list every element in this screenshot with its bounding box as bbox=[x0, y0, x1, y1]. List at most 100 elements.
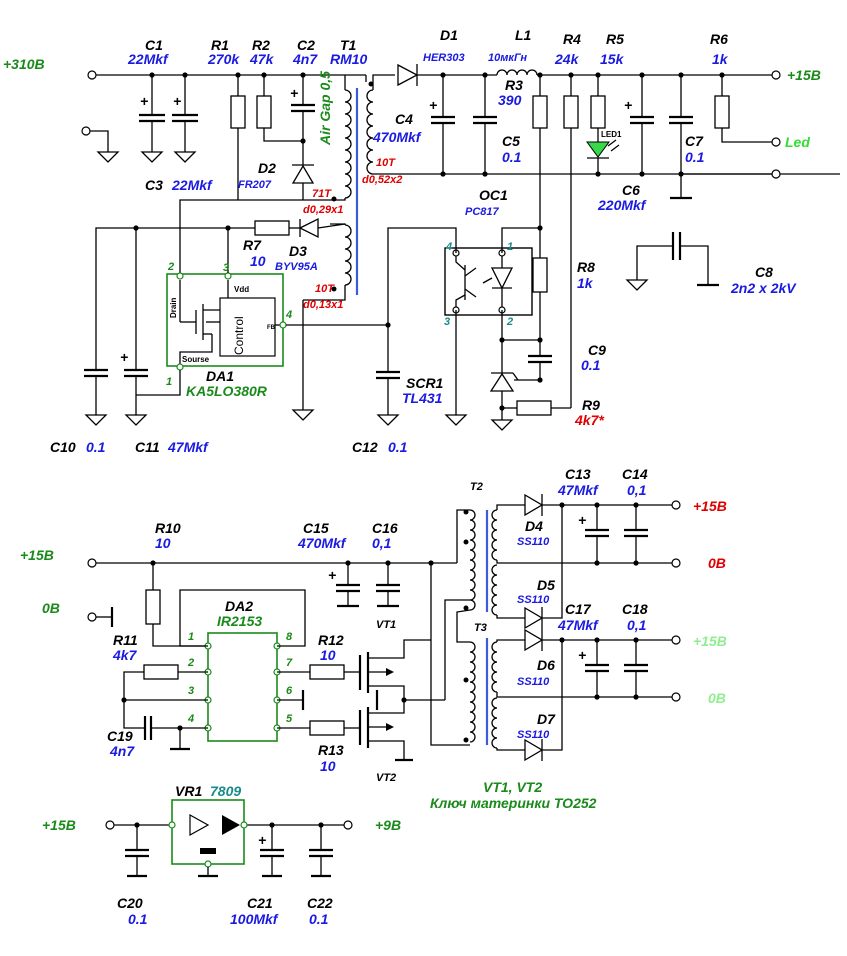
inductor-l1 bbox=[496, 69, 538, 76]
resistor-r7 bbox=[254, 220, 290, 236]
capacitor-c20 bbox=[125, 825, 149, 878]
ref-c6: C6 bbox=[622, 182, 640, 198]
label-t3: T3 bbox=[474, 622, 487, 634]
val-c14: 0,1 bbox=[627, 482, 647, 498]
val-r1: 270k bbox=[207, 51, 240, 67]
val-d6: SS110 bbox=[517, 676, 550, 688]
capacitor-c12 bbox=[376, 370, 400, 426]
val-r3: 390 bbox=[498, 92, 522, 108]
ref-c2: C2 bbox=[297, 37, 315, 53]
ref-d4: D4 bbox=[525, 518, 543, 534]
ref-c13: C13 bbox=[565, 466, 591, 482]
val-vr1: 7809 bbox=[210, 783, 241, 799]
ref-da2: DA2 bbox=[225, 598, 253, 614]
label-gnd-0v: 0В bbox=[42, 600, 60, 616]
ref-da1: DA1 bbox=[206, 368, 234, 384]
terminal-out1-plus15[interactable] bbox=[671, 500, 681, 510]
val-r11: 4k7 bbox=[112, 647, 138, 663]
annotation-labels: Air Gap 0,5 71T d0,29x1 10T d0,52x2 10T … bbox=[169, 71, 622, 811]
capacitor-c6: + bbox=[624, 75, 654, 174]
ref-r9: R9 bbox=[582, 397, 600, 413]
regulator-section: + bbox=[105, 799, 353, 878]
ref-r5: R5 bbox=[606, 31, 624, 47]
label-t1-w3-turns: 10T bbox=[315, 283, 335, 295]
regulator-vr1 bbox=[171, 799, 245, 865]
terminal-gnd-primary[interactable] bbox=[81, 126, 91, 136]
svg-text:+: + bbox=[258, 832, 266, 848]
val-c21: 100Mkf bbox=[230, 911, 279, 927]
capacitor-c17: + bbox=[578, 640, 609, 697]
val-c7: 0.1 bbox=[685, 149, 705, 165]
terminal-310v[interactable] bbox=[87, 70, 97, 80]
terminal-out2-0v[interactable] bbox=[671, 692, 681, 702]
diode-d3 bbox=[298, 217, 346, 239]
capacitor-c5 bbox=[473, 75, 497, 174]
capacitor-c14 bbox=[624, 505, 648, 563]
val-r4: 24k bbox=[554, 51, 580, 67]
label-t2: T2 bbox=[470, 481, 483, 493]
val-c1: 22Mkf bbox=[127, 51, 169, 67]
ref-r11: R11 bbox=[113, 632, 138, 648]
terminal-plus15-bottom[interactable] bbox=[105, 820, 115, 830]
resistor-r2 bbox=[256, 75, 303, 142]
resistor-r4 bbox=[563, 75, 579, 408]
label-out2-0v: 0В bbox=[708, 690, 726, 706]
ref-vr1: VR1 bbox=[175, 783, 202, 799]
pin-da2-4: 4 bbox=[187, 713, 194, 725]
transformer-t3-secondary-a bbox=[491, 641, 498, 693]
capacitor-c9 bbox=[514, 340, 552, 381]
capacitor-c4: + bbox=[429, 75, 455, 174]
label-vt2: VT2 bbox=[376, 772, 396, 784]
label-out1-0v: 0В bbox=[708, 555, 726, 571]
label-t1-w1-turns: 71T bbox=[312, 188, 332, 200]
val-da1: KA5LO380R bbox=[186, 383, 268, 399]
capacitor-c3: + bbox=[172, 75, 198, 163]
capacitor-c21: + bbox=[258, 825, 284, 878]
ref-t1: T1 bbox=[340, 37, 357, 53]
capacitor-c7 bbox=[669, 75, 693, 200]
val-d4: SS110 bbox=[517, 536, 550, 548]
ref-r3: R3 bbox=[505, 77, 523, 93]
terminal-out1-0v[interactable] bbox=[671, 558, 681, 568]
resistor-r5 bbox=[590, 75, 606, 142]
terminal-0v-top[interactable] bbox=[771, 169, 781, 179]
ref-c9: C9 bbox=[588, 342, 606, 358]
val-l1: 10мкГн bbox=[488, 52, 527, 64]
optocoupler-oc1 bbox=[444, 247, 533, 316]
terminal-out2-plus15[interactable] bbox=[671, 635, 681, 645]
ref-r4: R4 bbox=[563, 31, 581, 47]
ref-r1: R1 bbox=[211, 37, 229, 53]
capacitor-c1: + bbox=[139, 75, 165, 163]
ref-c21: C21 bbox=[247, 895, 273, 911]
label-out1-plus15: +15В bbox=[693, 498, 727, 514]
transformer-t3-primary bbox=[469, 641, 476, 743]
terminal-plus9[interactable] bbox=[343, 820, 353, 830]
pin-oc1-4: 4 bbox=[445, 241, 452, 253]
label-t1-w3-wire: d0,13x1 bbox=[303, 299, 343, 311]
label-air-gap: Air Gap 0,5 bbox=[317, 71, 333, 146]
ref-c4: C4 bbox=[395, 111, 413, 127]
val-r8: 1k bbox=[577, 275, 594, 291]
terminal-0v-middle[interactable] bbox=[87, 612, 97, 622]
ref-d1: D1 bbox=[440, 27, 458, 43]
label-t1-w1-wire: d0,29x1 bbox=[303, 204, 343, 216]
terminal-plus15-top[interactable] bbox=[771, 70, 781, 80]
val-c15: 470Mkf bbox=[297, 535, 347, 551]
rail-labels: +310В +15В Led +15В 0В +15В 0В +15В 0В +… bbox=[3, 56, 821, 833]
ref-c7: C7 bbox=[685, 133, 704, 149]
resistor-r9 bbox=[516, 400, 552, 416]
val-r5: 15k bbox=[600, 51, 625, 67]
ref-c10: C10 bbox=[50, 439, 76, 455]
val-c5: 0.1 bbox=[502, 149, 522, 165]
ref-c19: C19 bbox=[107, 728, 133, 744]
diode-d5 bbox=[524, 606, 544, 630]
pin-da1-4: 4 bbox=[285, 309, 292, 321]
val-c13: 47Mkf bbox=[557, 482, 599, 498]
terminal-led[interactable] bbox=[771, 137, 781, 147]
component-labels: C1 22Mkf R1 270k R2 47k C2 4n7 T1 RM10 D… bbox=[50, 27, 797, 927]
label-vt1: VT1 bbox=[376, 619, 396, 631]
pin-oc1-3: 3 bbox=[444, 316, 450, 328]
secondary-output-section: + bbox=[397, 63, 781, 408]
terminal-plus15-middle[interactable] bbox=[87, 558, 97, 568]
